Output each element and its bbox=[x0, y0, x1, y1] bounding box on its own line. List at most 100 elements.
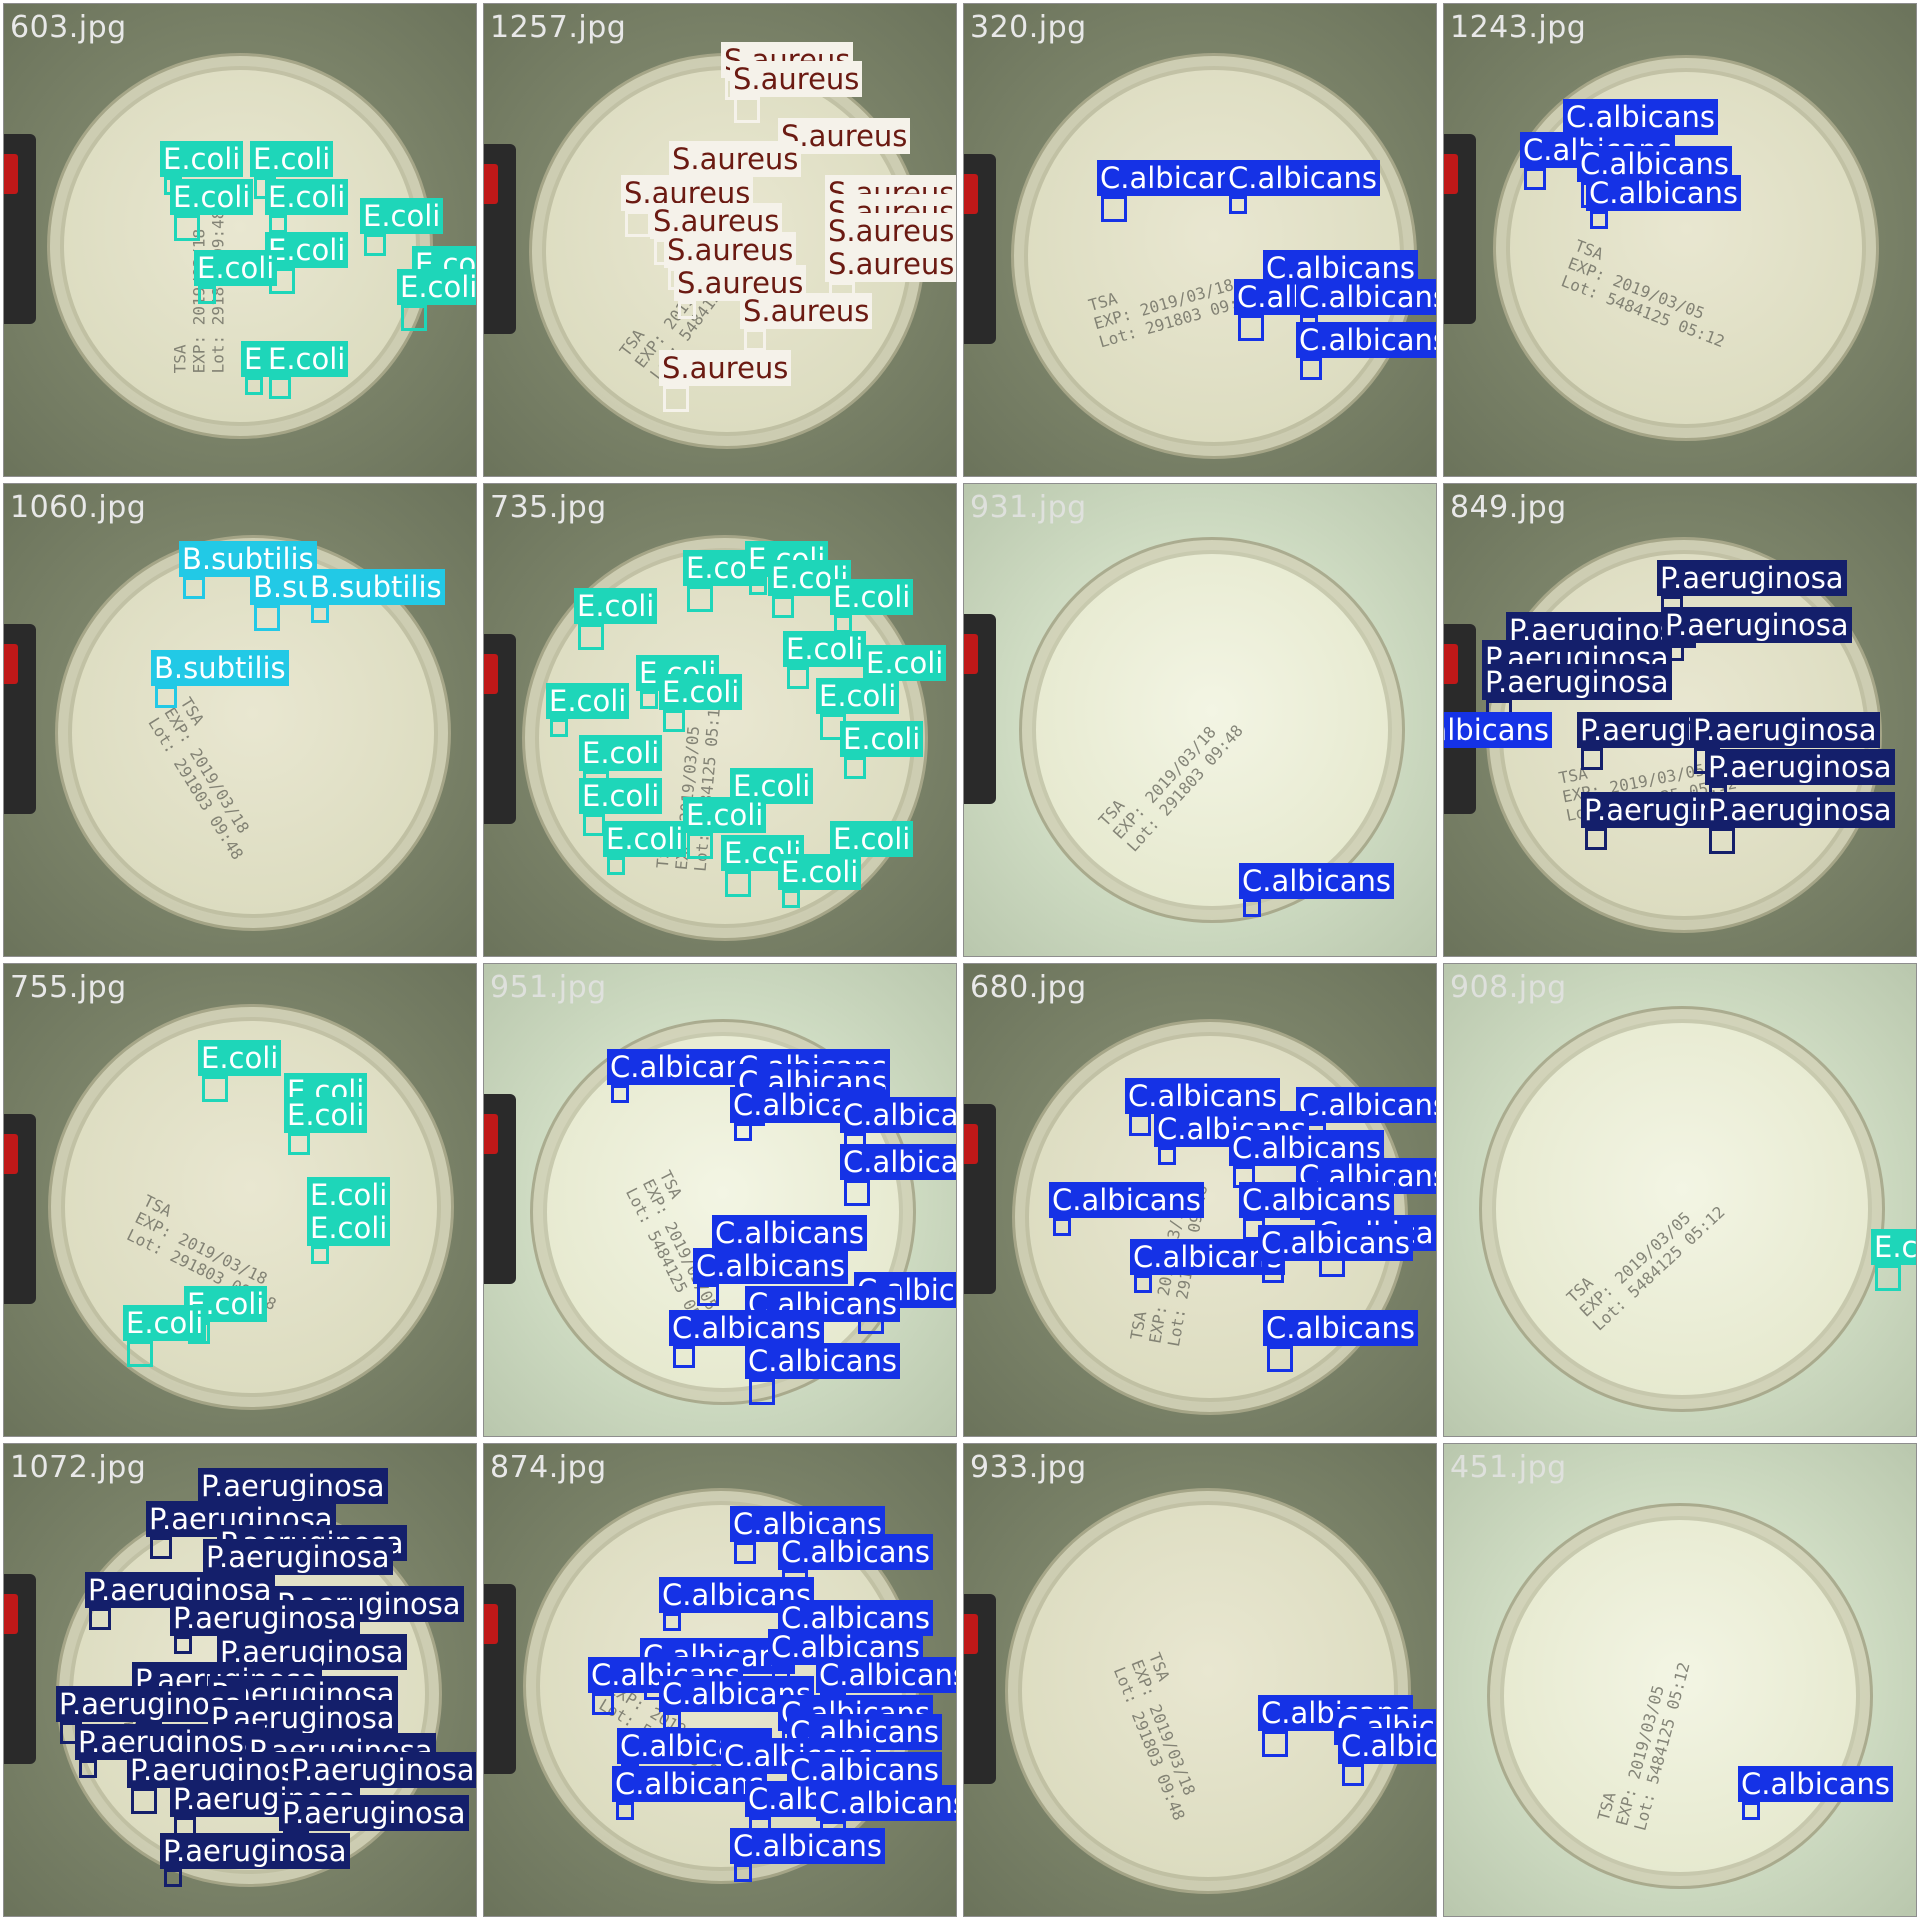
detection-box bbox=[673, 1346, 695, 1368]
detection-label: P.aeruginosa bbox=[160, 1833, 350, 1869]
detection-box bbox=[311, 605, 329, 623]
detection-label: E.coli bbox=[250, 141, 334, 177]
tile-filename: 1257.jpg bbox=[490, 10, 627, 45]
detection-label: B.subtilis bbox=[307, 569, 445, 605]
detection-label: E.coli bbox=[160, 141, 244, 177]
detection-box bbox=[1229, 196, 1247, 214]
tile-filename: 933.jpg bbox=[970, 1450, 1087, 1485]
detection-label: C.albicans bbox=[1239, 863, 1394, 899]
detection-box bbox=[1134, 1275, 1152, 1293]
detection-label: C.albicans bbox=[1258, 1225, 1413, 1261]
detection-box bbox=[1262, 1731, 1288, 1757]
detection-label: P.aeruginosa bbox=[170, 1600, 360, 1636]
detection-label: C.albicans bbox=[693, 1248, 848, 1284]
petri-dish bbox=[47, 53, 433, 439]
detection-box bbox=[640, 691, 658, 709]
detection-label: C.albicans bbox=[1263, 1310, 1418, 1346]
detection-box bbox=[1342, 1764, 1364, 1786]
detection-label: C.albicans bbox=[1225, 160, 1380, 196]
plate-holder-clamp bbox=[964, 1104, 996, 1294]
detection-box bbox=[1875, 1265, 1901, 1291]
detection-box bbox=[687, 586, 713, 612]
image-tile: TSA EXP: 2019/03/05 Lot: 5484125 05:12E.… bbox=[483, 483, 957, 957]
detection-box bbox=[198, 286, 216, 304]
detection-box bbox=[1590, 211, 1608, 229]
detection-box bbox=[174, 1636, 192, 1654]
detection-box bbox=[1267, 1346, 1293, 1372]
detection-label: C.albicans bbox=[1125, 1078, 1280, 1114]
plate-holder-clamp bbox=[964, 154, 996, 344]
detection-box bbox=[164, 1869, 182, 1887]
detection-box bbox=[616, 1802, 634, 1820]
detection-label: C.albicans bbox=[840, 1144, 956, 1180]
detection-label: E.coli bbox=[194, 250, 278, 286]
detection-label: S.aureus bbox=[778, 118, 911, 154]
detection-box bbox=[734, 1123, 752, 1141]
detection-box bbox=[734, 97, 760, 123]
plate-holder-clamp bbox=[484, 1094, 516, 1284]
detection-box bbox=[578, 624, 604, 650]
detection-label: P.aeruginosa bbox=[1705, 792, 1895, 828]
tile-filename: 931.jpg bbox=[970, 490, 1087, 525]
tile-filename: 680.jpg bbox=[970, 970, 1087, 1005]
detection-box bbox=[625, 211, 651, 237]
image-tile: TSA EXP: 2019/03/18 Lot: 291803 09:48C.a… bbox=[963, 3, 1437, 477]
detection-label: E.coli bbox=[265, 232, 349, 268]
detection-label: S.aureus bbox=[664, 232, 797, 268]
image-tile: TSA EXP: 2019/03/05 Lot: 5484125 05:12C.… bbox=[483, 1443, 957, 1917]
detection-box bbox=[288, 1133, 310, 1155]
detection-box bbox=[311, 1246, 329, 1264]
detection-label: E.coli bbox=[546, 683, 630, 719]
plate-holder-clamp bbox=[4, 1114, 36, 1304]
detection-label: E.coli bbox=[830, 821, 914, 857]
detection-box bbox=[1742, 1802, 1760, 1820]
detection-label: E.coli bbox=[603, 821, 687, 857]
detection-box bbox=[663, 1613, 681, 1631]
detection-label: S.aureus bbox=[825, 213, 956, 249]
detection-label: C.albicans bbox=[1338, 1728, 1436, 1764]
detection-label: S.aureus bbox=[740, 293, 873, 329]
detection-label: C.albicans bbox=[1444, 712, 1552, 748]
detection-label: E.coli bbox=[397, 269, 476, 305]
detection-box bbox=[1585, 828, 1607, 850]
detection-label: E.coli bbox=[783, 631, 867, 667]
detection-label: E.coli bbox=[579, 735, 663, 771]
petri-dish bbox=[1487, 1503, 1873, 1889]
detection-label: S.aureus bbox=[669, 141, 802, 177]
detection-label: C.albicans bbox=[745, 1343, 900, 1379]
tile-filename: 849.jpg bbox=[1450, 490, 1567, 525]
detection-box bbox=[697, 1284, 719, 1306]
detection-label: P.aeruginosa bbox=[1482, 664, 1672, 700]
detection-box bbox=[772, 596, 794, 618]
detection-box bbox=[787, 667, 809, 689]
petri-dish bbox=[1019, 537, 1405, 923]
tile-filename: 755.jpg bbox=[10, 970, 127, 1005]
detection-label: C.albicans bbox=[1296, 322, 1436, 358]
detection-box bbox=[1581, 748, 1603, 770]
plate-holder-clamp bbox=[1444, 134, 1476, 324]
detection-box bbox=[150, 1537, 172, 1559]
tile-filename: 951.jpg bbox=[490, 970, 607, 1005]
detection-box bbox=[663, 710, 685, 732]
image-tile: TSA EXP: 2019/03/18 Lot: 291803 09:48P.a… bbox=[3, 1443, 477, 1917]
plate-holder-clamp bbox=[484, 144, 516, 334]
detection-box bbox=[269, 377, 291, 399]
detection-box bbox=[79, 1760, 97, 1778]
detection-box bbox=[183, 577, 205, 599]
plate-holder-clamp bbox=[4, 624, 36, 814]
detection-label: C.albicans bbox=[816, 1657, 956, 1693]
detection-box bbox=[678, 301, 696, 319]
tile-filename: 908.jpg bbox=[1450, 970, 1567, 1005]
detection-label: P.aeruginosa bbox=[1657, 560, 1847, 596]
detection-label: C.albicans bbox=[1586, 175, 1741, 211]
detection-label: E.coli bbox=[579, 778, 663, 814]
detection-label: P.aeruginosa bbox=[1705, 749, 1895, 785]
detection-box bbox=[1238, 315, 1264, 341]
detection-box bbox=[401, 305, 427, 331]
detection-box bbox=[254, 605, 280, 631]
